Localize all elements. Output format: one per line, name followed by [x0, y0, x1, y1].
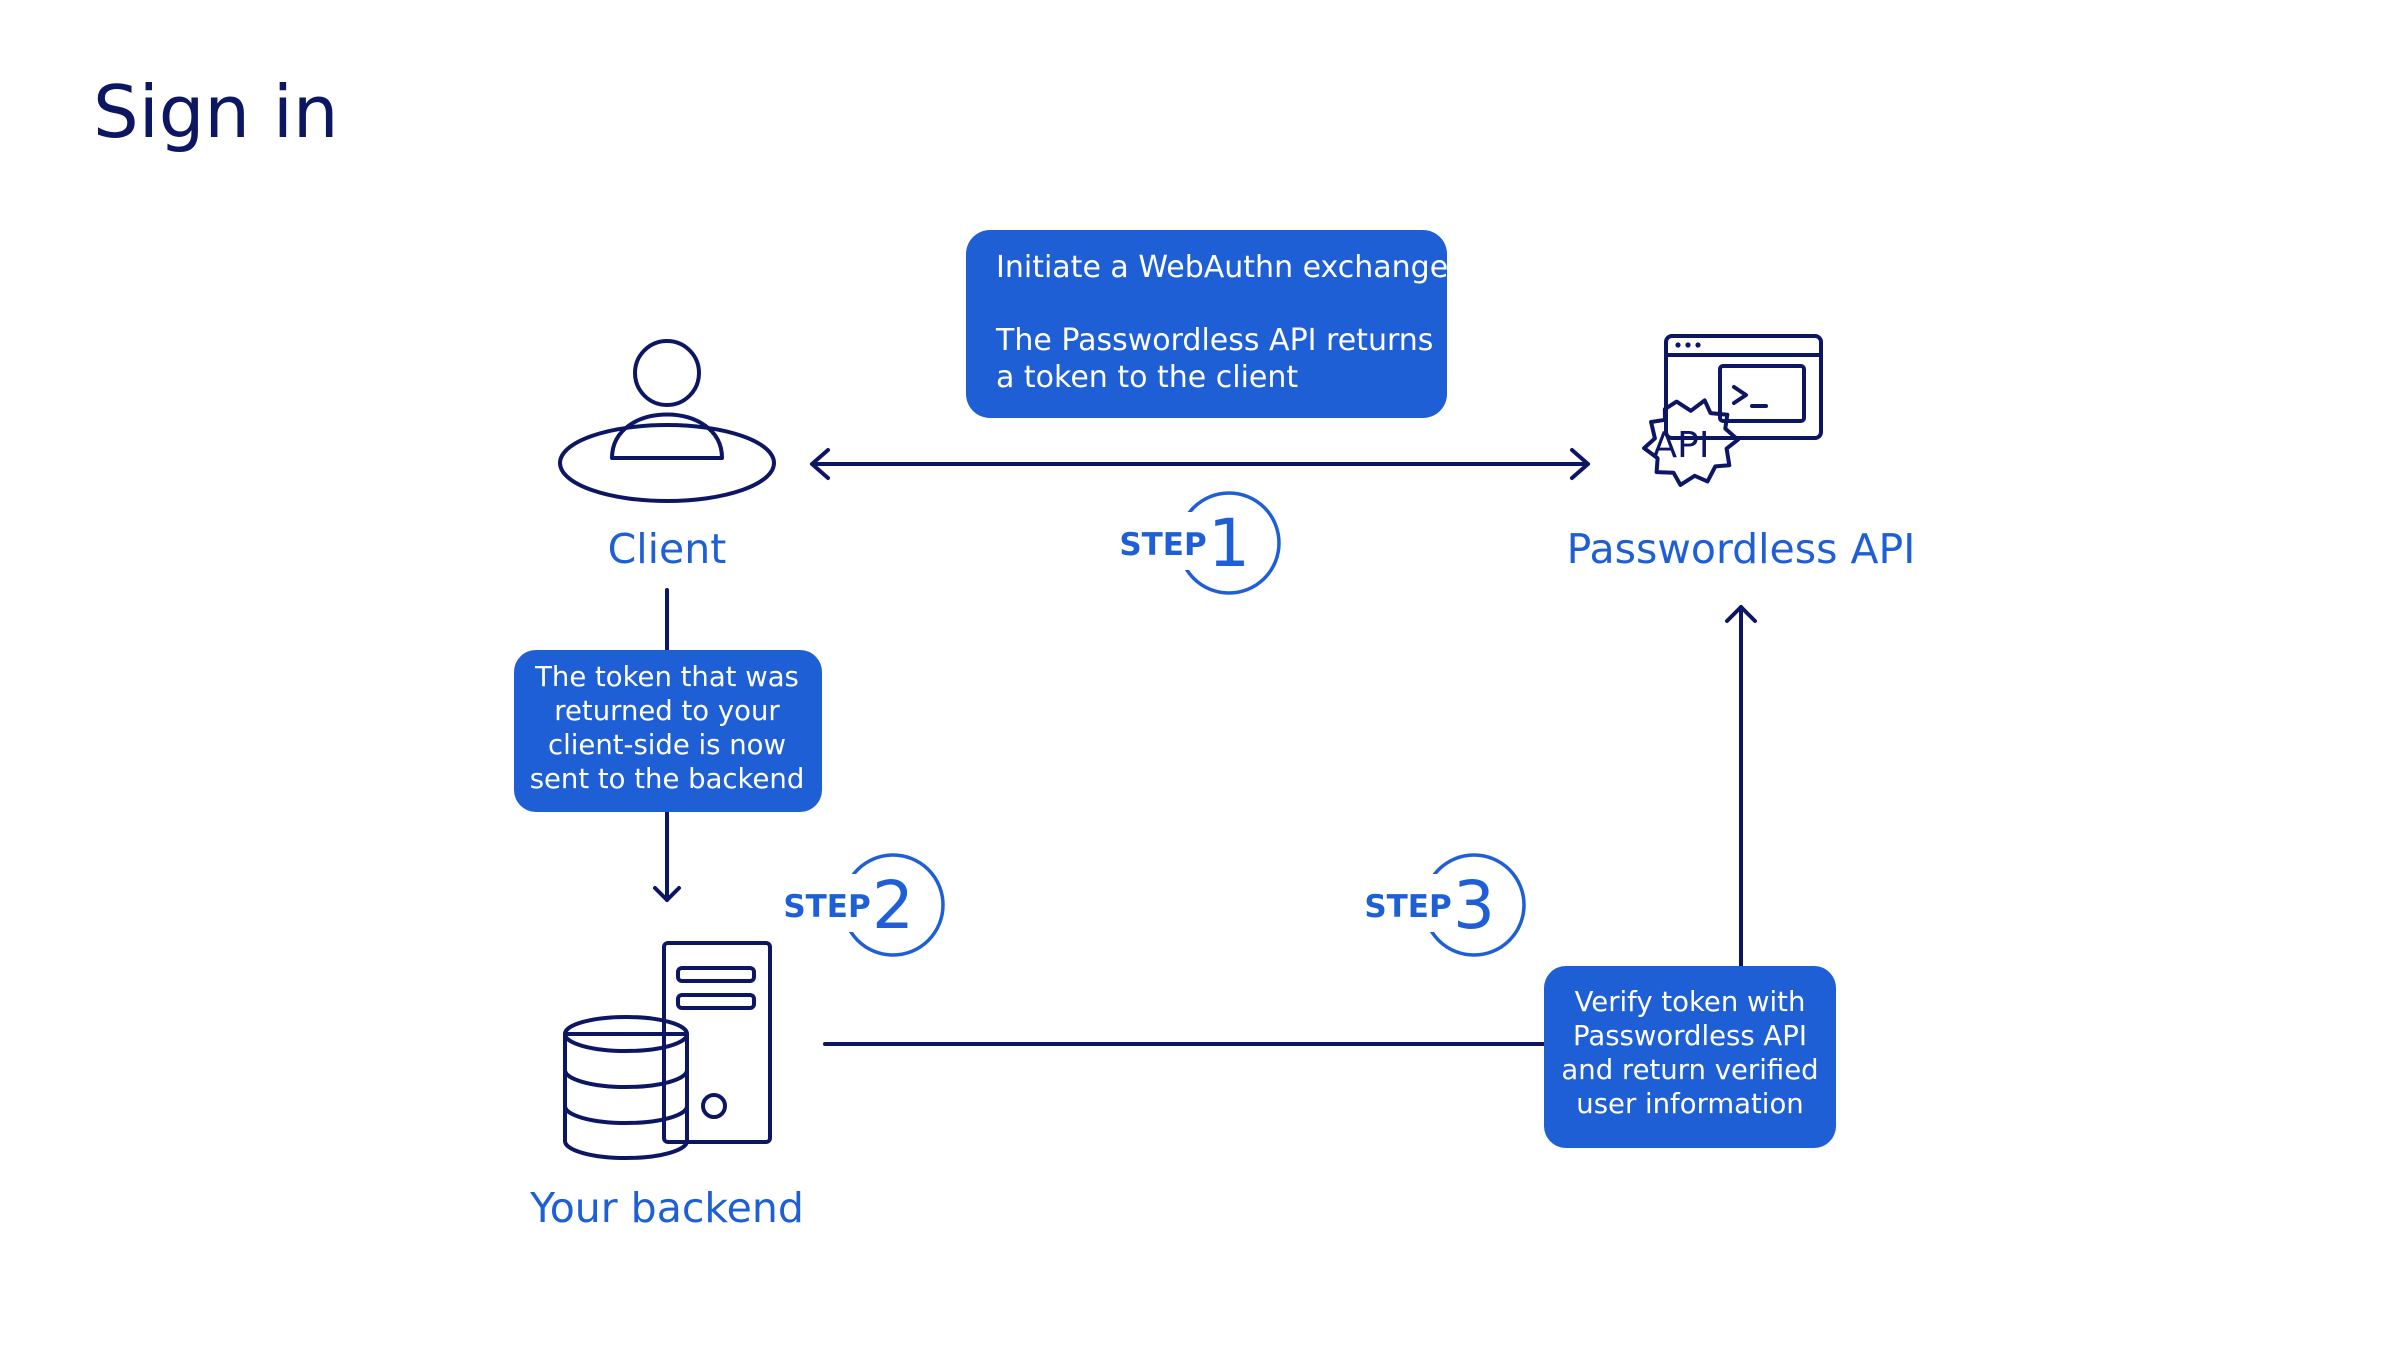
- user-person-icon: [558, 339, 776, 503]
- step2-bubble-line3: client-side is now: [548, 729, 786, 761]
- step3-bubble-line4: user information: [1576, 1088, 1803, 1120]
- step3-bubble-line1: Verify token with: [1575, 986, 1806, 1018]
- client-api-double-arrow: [810, 448, 1590, 480]
- step3-number: 3: [1453, 867, 1495, 944]
- step2-badge: STEP 2: [783, 853, 945, 957]
- step2-bubble-line4: sent to the backend: [530, 763, 805, 795]
- step1-bubble: Initiate a WebAuthn exchange The Passwor…: [966, 230, 1448, 418]
- step2-bubble: The token that was returned to your clie…: [514, 650, 822, 812]
- backend-label: Your backend: [529, 1184, 804, 1232]
- step2-bubble-line1: The token that was: [534, 661, 799, 693]
- step2-bubble-line2: returned to your: [554, 695, 780, 727]
- step1-number: 1: [1208, 505, 1250, 582]
- api-window-gear-icon: API: [1642, 334, 1823, 487]
- step2-number: 2: [872, 867, 914, 944]
- step3-badge: STEP 3: [1364, 853, 1526, 957]
- step3-bubble-line2: Passwordless API: [1573, 1020, 1807, 1052]
- step3-bubble-line3: and return verified: [1561, 1054, 1818, 1086]
- client-backend-arrow: [653, 588, 681, 902]
- step1-word: STEP: [1119, 527, 1206, 563]
- api-icon-text: API: [1653, 425, 1710, 466]
- database-server-icon: [563, 941, 772, 1160]
- page-title: Sign in: [93, 70, 339, 154]
- api-label: Passwordless API: [1567, 525, 1916, 573]
- step1-badge: STEP 1: [1119, 491, 1281, 595]
- step3-bubble: Verify token with Passwordless API and r…: [1544, 966, 1836, 1148]
- step1-bubble-line2: The Passwordless API returns: [995, 323, 1433, 358]
- backend-api-arrow: [823, 605, 1757, 1046]
- client-label: Client: [608, 525, 727, 573]
- step3-word: STEP: [1364, 889, 1451, 925]
- step2-word: STEP: [783, 889, 870, 925]
- step1-bubble-line1: Initiate a WebAuthn exchange: [996, 250, 1448, 285]
- step1-bubble-line3: a token to the client: [996, 360, 1298, 395]
